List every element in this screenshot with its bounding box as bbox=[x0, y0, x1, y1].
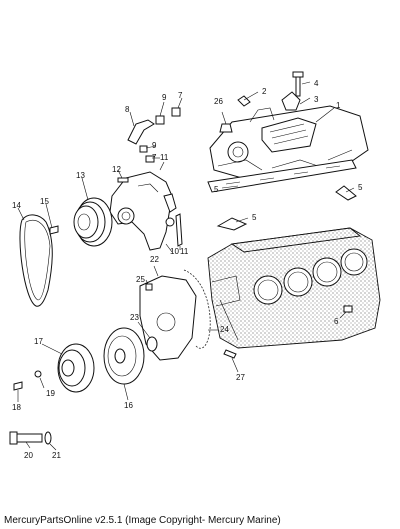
fitting-7b bbox=[145, 155, 155, 163]
crank-pulley bbox=[103, 327, 145, 385]
callout-3: 3 bbox=[314, 95, 319, 104]
callout-9b: 9 bbox=[152, 141, 157, 150]
callout-27: 27 bbox=[236, 373, 245, 382]
pump-pulley bbox=[73, 197, 113, 247]
callout-11b: 11 bbox=[180, 247, 189, 256]
washer-19 bbox=[34, 370, 42, 378]
bolt-18 bbox=[13, 381, 23, 391]
callout-22: 22 bbox=[150, 255, 159, 264]
callout-6: 6 bbox=[334, 317, 339, 326]
clamp-9 bbox=[155, 115, 165, 125]
callout-4: 4 bbox=[314, 79, 319, 88]
callout-7b: 7 bbox=[152, 153, 157, 162]
callout-25: 25 bbox=[136, 275, 145, 284]
callout-10: 10 bbox=[170, 247, 179, 256]
copyright-caption: MercuryPartsOnline v2.5.1 (Image Copyrig… bbox=[4, 515, 281, 526]
hose-8 bbox=[127, 119, 155, 145]
callout-19: 19 bbox=[46, 389, 55, 398]
callout-9a: 9 bbox=[162, 93, 167, 102]
front-seal bbox=[146, 336, 158, 352]
drive-belt bbox=[19, 214, 53, 307]
callout-14: 14 bbox=[12, 201, 21, 210]
callout-26: 26 bbox=[214, 97, 223, 106]
engine-block bbox=[207, 227, 381, 349]
callout-21: 21 bbox=[52, 451, 61, 460]
callout-8: 8 bbox=[125, 105, 130, 114]
callout-2: 2 bbox=[262, 87, 267, 96]
bolt-11 bbox=[175, 213, 183, 247]
dowel-pin-27 bbox=[223, 349, 237, 359]
callout-12: 12 bbox=[112, 165, 121, 174]
washer-21 bbox=[44, 431, 52, 445]
end-seal-right bbox=[335, 185, 357, 201]
leader-lines bbox=[17, 81, 355, 451]
callout-17: 17 bbox=[34, 337, 43, 346]
plug-6 bbox=[343, 305, 353, 313]
callout-24: 24 bbox=[220, 325, 229, 334]
fitting-7 bbox=[171, 107, 181, 117]
callout-labels: 1 2 3 4 5 5 5 6 7 7 8 9 9 10 11 11 12 13… bbox=[12, 79, 363, 460]
fitting-9b bbox=[139, 145, 148, 153]
callout-1: 1 bbox=[336, 101, 341, 110]
bolt-4 bbox=[295, 75, 301, 97]
callout-5a: 5 bbox=[214, 185, 219, 194]
callout-5c: 5 bbox=[252, 213, 257, 222]
callout-5b: 5 bbox=[358, 183, 363, 192]
intake-manifold bbox=[209, 105, 369, 179]
bolt-2 bbox=[237, 95, 251, 107]
callout-13: 13 bbox=[76, 171, 85, 180]
callout-20: 20 bbox=[24, 451, 33, 460]
callout-11a: 11 bbox=[160, 153, 169, 162]
callout-16: 16 bbox=[124, 401, 133, 410]
bolt-15 bbox=[49, 225, 59, 235]
bolt-25 bbox=[145, 283, 153, 291]
callout-7a: 7 bbox=[178, 91, 183, 100]
cover-gasket bbox=[183, 269, 211, 349]
harmonic-balancer bbox=[57, 343, 95, 393]
bolt-20 bbox=[13, 433, 43, 443]
sender-26 bbox=[219, 123, 233, 133]
water-pump bbox=[109, 171, 177, 251]
callout-15: 15 bbox=[40, 197, 49, 206]
manifold-gasket bbox=[207, 159, 357, 193]
callout-18: 18 bbox=[12, 403, 21, 412]
bolt-12 bbox=[117, 177, 129, 183]
callout-23: 23 bbox=[130, 313, 139, 322]
